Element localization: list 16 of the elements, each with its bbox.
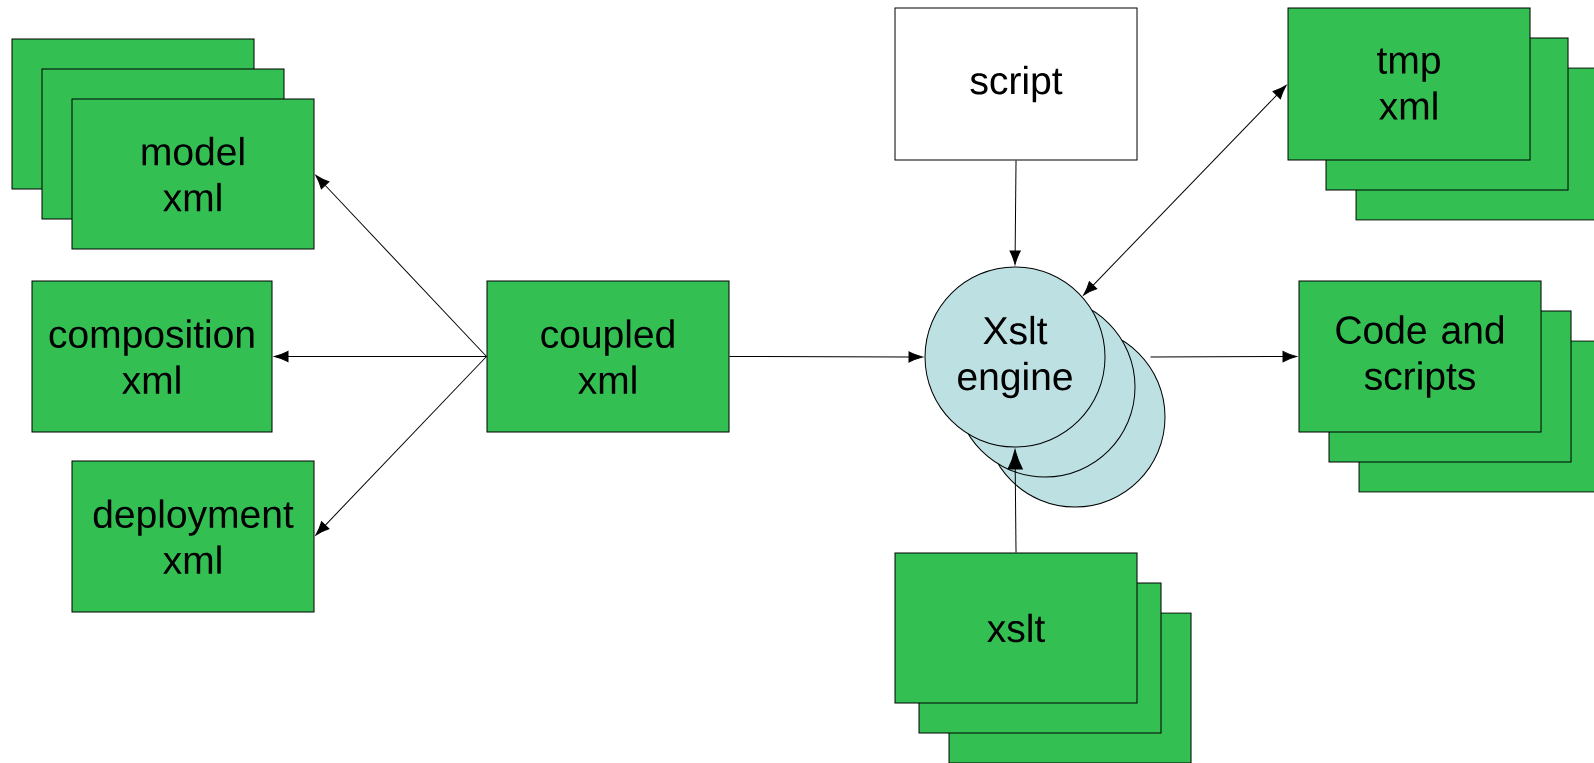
arrow xyxy=(1083,85,1287,296)
arrow xyxy=(1007,449,1023,553)
document-box: Code and scripts xyxy=(1298,280,1542,433)
arrow xyxy=(1150,350,1297,363)
arrow xyxy=(274,350,487,363)
document-box: xslt xyxy=(894,552,1138,704)
document-box: model xml xyxy=(71,98,315,250)
arrow xyxy=(315,175,487,357)
document-box: composition xml xyxy=(31,280,273,433)
arrow xyxy=(315,356,487,536)
arrow xyxy=(1009,160,1021,265)
document-box: tmp xml xyxy=(1287,7,1531,161)
document-box: coupled xml xyxy=(486,280,730,433)
document-box: deployment xml xyxy=(71,460,315,613)
arrow xyxy=(729,351,923,363)
document-box: script xyxy=(894,7,1138,161)
